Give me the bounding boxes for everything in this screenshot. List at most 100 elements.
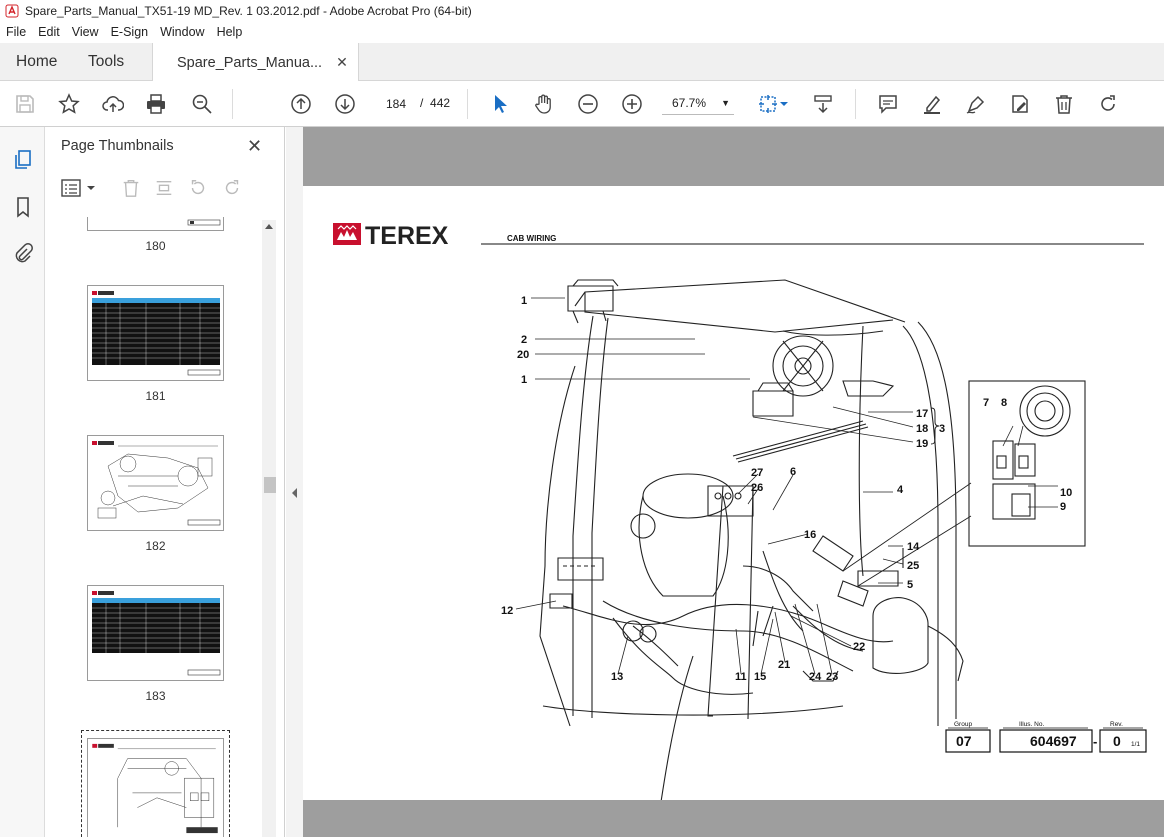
- tab-document-label: Spare_Parts_Manua...: [177, 54, 323, 71]
- callout-label: 16: [804, 529, 816, 541]
- page-total: / 442: [420, 91, 450, 115]
- thumbnail-label: 181: [145, 389, 166, 403]
- rev-label: Rev.: [1110, 721, 1123, 728]
- hand-tool-icon[interactable]: [530, 90, 558, 118]
- zoom-level-select[interactable]: 67.7% ▼: [662, 91, 734, 115]
- thumbnail-label: 180: [145, 239, 166, 253]
- thumbnail-page-182[interactable]: [87, 435, 224, 531]
- rev-value: 0: [1113, 733, 1121, 749]
- callout-label: 2: [521, 334, 527, 346]
- page-separator: /: [420, 96, 424, 110]
- callout-label: 1: [521, 295, 527, 307]
- sign-pen-icon[interactable]: [962, 90, 990, 118]
- panel-title: Page Thumbnails: [61, 138, 174, 154]
- previous-page-icon[interactable]: [287, 90, 315, 118]
- callout-label: 20: [517, 349, 529, 361]
- thumbnail-page-181[interactable]: [87, 285, 224, 381]
- rotate-icon[interactable]: [1094, 90, 1122, 118]
- callout-label: 9: [1060, 501, 1066, 513]
- fit-page-icon[interactable]: [754, 90, 782, 118]
- scroll-up-arrow-icon[interactable]: [264, 222, 274, 230]
- callout-label: 10: [1060, 487, 1072, 499]
- terex-logo: [333, 223, 361, 245]
- chevron-down-icon: ▼: [721, 98, 730, 108]
- callout-label: 22: [853, 641, 865, 653]
- thumbnail-page-183[interactable]: [87, 585, 224, 681]
- menu-file[interactable]: File: [6, 25, 27, 39]
- callout-label: 11: [735, 671, 747, 683]
- callout-label: 19: [916, 438, 928, 450]
- bookmark-icon[interactable]: [9, 193, 37, 221]
- menu-edit[interactable]: Edit: [38, 25, 60, 39]
- bookmark-star-icon[interactable]: [55, 90, 83, 118]
- menu-bar: File Edit View E-Sign Window Help: [0, 22, 1164, 42]
- comment-icon[interactable]: [874, 90, 902, 118]
- callout-label: 25: [907, 560, 919, 572]
- tab-tools[interactable]: Tools: [88, 53, 125, 70]
- cab-wiring-drawing: [539, 279, 1086, 837]
- left-rail: [0, 127, 45, 837]
- panel-toolbar: [45, 173, 285, 203]
- extract-page-icon[interactable]: [154, 178, 174, 198]
- thumbnail-options-icon[interactable]: [61, 179, 97, 197]
- callout-label: 14: [907, 541, 920, 553]
- illustration-info-box: Group 07 Illus. No. 604697 - Rev. 0 1/1: [945, 721, 1147, 753]
- acrobat-app-icon: [5, 4, 19, 18]
- page-thumbnails-icon[interactable]: [9, 146, 37, 174]
- callout-label: 18: [916, 423, 928, 435]
- callout-numbers: 1 2 20 1 17 18 19 3 4 7 8 10 9 27 26 6 1…: [501, 295, 1072, 683]
- close-icon[interactable]: ✕: [247, 136, 263, 156]
- highlight-pen-icon[interactable]: [918, 90, 946, 118]
- thumbnail-list: 180 181: [45, 217, 263, 837]
- menu-help[interactable]: Help: [216, 25, 243, 39]
- callout-label: 21: [778, 659, 790, 671]
- callout-label: 7: [983, 397, 989, 409]
- menu-view[interactable]: View: [71, 25, 99, 39]
- thumbnail-scrollbar[interactable]: [262, 220, 276, 837]
- illus-dash: -: [1093, 734, 1097, 749]
- callout-label: 1: [521, 374, 527, 386]
- scroll-mode-icon[interactable]: [809, 90, 837, 118]
- select-cursor-icon[interactable]: [486, 90, 514, 118]
- menu-window[interactable]: Window: [160, 25, 205, 39]
- collapse-arrow-icon: [292, 488, 297, 498]
- zoom-in-icon[interactable]: [618, 90, 646, 118]
- thumbnail-page-184-selected[interactable]: [81, 730, 230, 837]
- rotate-counterclockwise-icon[interactable]: [188, 178, 208, 198]
- tab-bar: Home Tools Spare_Parts_Manua... ✕: [0, 43, 1164, 82]
- callout-label: 4: [897, 484, 904, 496]
- edit-pdf-icon[interactable]: [1006, 90, 1034, 118]
- tab-home[interactable]: Home: [16, 53, 58, 70]
- brand-name: TEREX: [365, 222, 449, 250]
- zoom-level-value: 67.7%: [672, 96, 707, 110]
- page-number-input[interactable]: 184: [378, 91, 414, 115]
- zoom-out-icon[interactable]: [574, 90, 602, 118]
- callout-label: 15: [754, 671, 766, 683]
- callout-label: 24: [809, 671, 822, 683]
- thumbnail-label: 183: [145, 689, 166, 703]
- thumbnails-panel: Page Thumbnails ✕ 180 181: [45, 127, 285, 837]
- callout-label: 17: [916, 408, 928, 420]
- scrollbar-thumb[interactable]: [264, 477, 276, 493]
- print-icon[interactable]: [142, 90, 170, 118]
- menu-esign[interactable]: E-Sign: [110, 25, 149, 39]
- upload-cloud-icon[interactable]: [99, 90, 127, 118]
- save-icon[interactable]: [11, 90, 39, 118]
- tab-document[interactable]: Spare_Parts_Manua... ✕: [152, 43, 359, 82]
- delete-trash-icon[interactable]: [1050, 90, 1078, 118]
- zoom-search-icon[interactable]: [188, 90, 216, 118]
- callout-label: 23: [826, 671, 838, 683]
- thumbnail-page-180[interactable]: [87, 217, 224, 231]
- tab-close-icon[interactable]: ✕: [336, 54, 348, 70]
- callout-label: 26: [751, 482, 763, 494]
- next-page-icon[interactable]: [331, 90, 359, 118]
- callout-label: 12: [501, 605, 513, 617]
- fit-dropdown-icon[interactable]: [778, 90, 790, 118]
- callout-label: 8: [1001, 397, 1007, 409]
- rotate-clockwise-icon[interactable]: [222, 178, 242, 198]
- window-title: Spare_Parts_Manual_TX51-19 MD_Rev. 1 03.…: [25, 4, 472, 18]
- panel-collapse-handle[interactable]: [286, 127, 303, 837]
- title-bar: Spare_Parts_Manual_TX51-19 MD_Rev. 1 03.…: [0, 0, 1164, 22]
- attachment-paperclip-icon[interactable]: [9, 239, 37, 267]
- delete-page-icon[interactable]: [121, 178, 141, 198]
